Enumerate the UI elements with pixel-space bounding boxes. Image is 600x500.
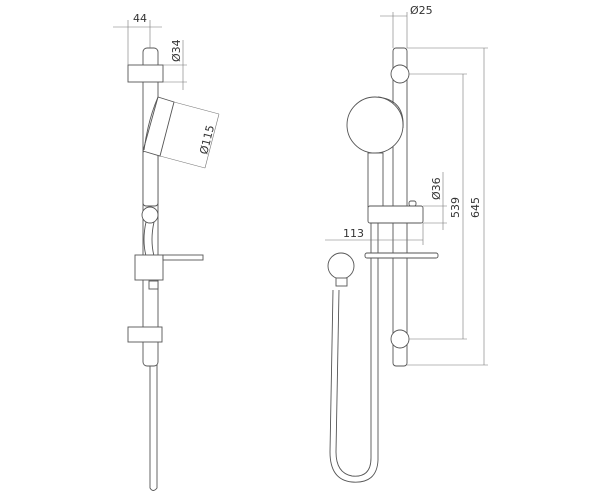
dim-539-lines: [409, 73, 467, 340]
dim-44-label: 44: [133, 12, 147, 25]
side-head-face: [143, 96, 159, 151]
dim-25-label: Ø25: [410, 4, 433, 17]
dim-34-lines: [163, 40, 187, 90]
side-bottom-bracket: [127, 326, 163, 343]
front-bottom-bracket: [390, 329, 410, 349]
front-outlet-nut: [335, 277, 348, 287]
side-hose: [149, 283, 158, 491]
side-handset-handle: [142, 149, 159, 207]
dim-113-lines: [325, 223, 424, 245]
side-shelf: [162, 254, 204, 261]
dim-36-lines: [423, 172, 447, 230]
dim-115-label: Ø115: [197, 124, 217, 156]
dim-115-lines: [159, 101, 220, 169]
front-handset-handle: [367, 152, 384, 208]
front-top-bracket: [390, 64, 410, 84]
dim-44-lines: [113, 20, 162, 65]
front-hose: [329, 223, 379, 483]
front-slider: [367, 205, 424, 224]
dim-36-label: Ø36: [430, 177, 443, 200]
dim-539-label: 539: [449, 197, 462, 218]
side-view: 44 Ø34 Ø115: [113, 12, 220, 491]
dim-25-lines: [380, 12, 408, 48]
side-soap-slider: [134, 254, 164, 281]
dim-645-label: 645: [469, 197, 482, 218]
side-ball-joint: [141, 206, 159, 224]
side-top-bracket: [127, 64, 164, 83]
front-wall-outlet: [327, 252, 355, 280]
dim-34-label: Ø34: [170, 39, 183, 62]
front-handset-head: [346, 96, 404, 154]
front-shelf: [364, 252, 439, 259]
side-hose-nut: [148, 280, 159, 290]
dim-113-label: 113: [343, 227, 364, 240]
front-slider-knob: [408, 200, 417, 207]
side-hose-curve: [143, 221, 155, 257]
front-view: Ø25 Ø36 539 645 113: [325, 4, 488, 483]
dim-645-lines: [407, 47, 488, 366]
